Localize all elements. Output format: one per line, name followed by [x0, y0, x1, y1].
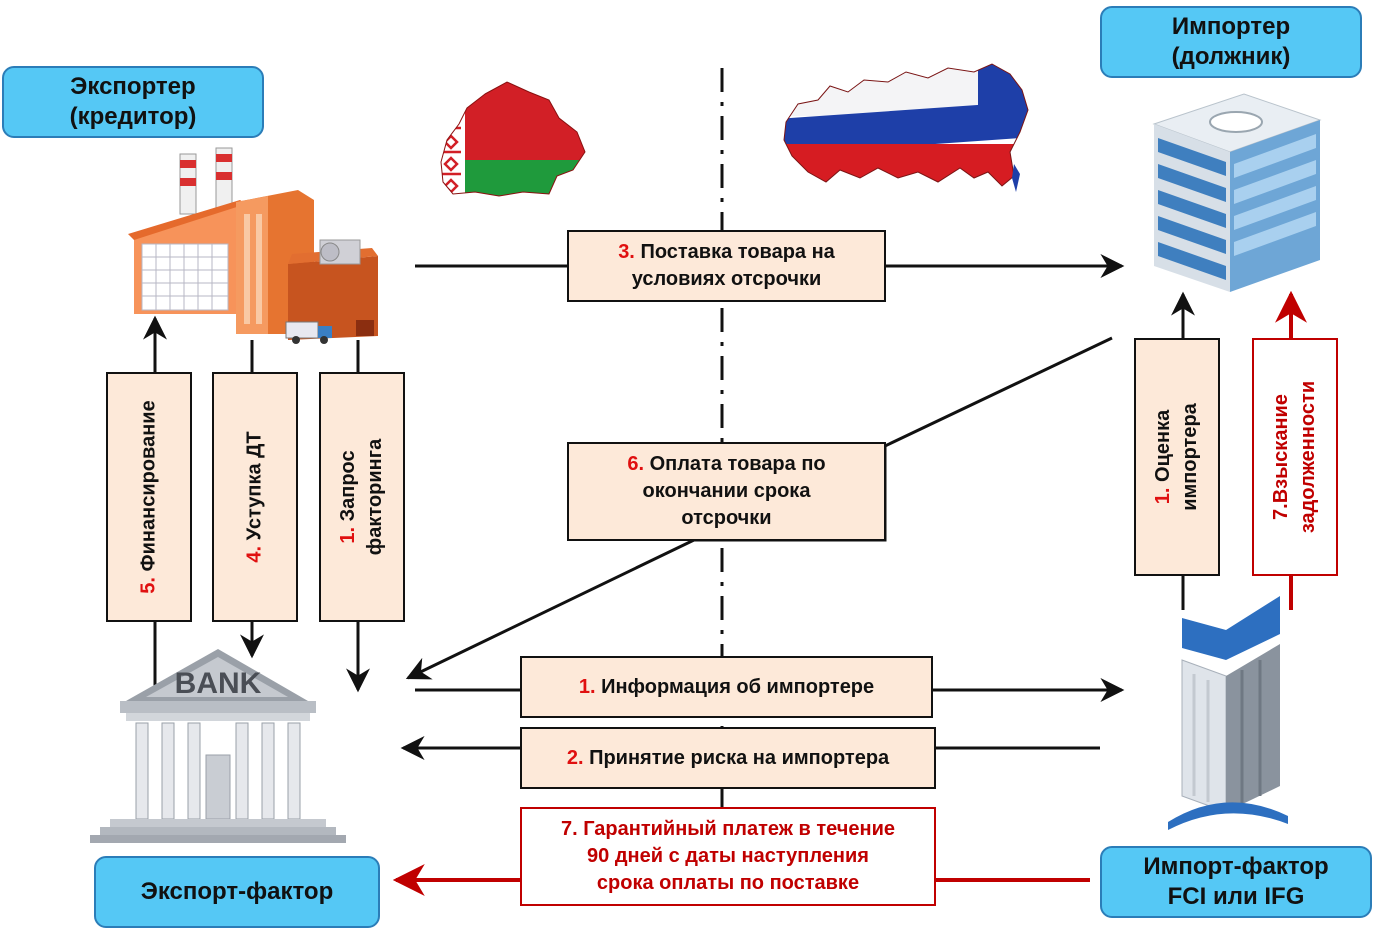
- factor-tower-icon: [1168, 596, 1288, 830]
- step-delivery-line-1: Поставка товара на: [640, 241, 835, 263]
- step-delivery-line-2: условиях отсрочки: [631, 268, 822, 290]
- import-factor-title: Импорт-фактор: [1143, 853, 1329, 880]
- step-assignment-text: Уступка ДТ: [243, 431, 266, 541]
- step-risk-box: 2. Принятие риска на импортера: [520, 727, 936, 789]
- belarus-map-icon: [440, 81, 586, 197]
- russia-map-icon: [783, 63, 1029, 192]
- step-guarantee-line-3: срока оплаты по поставке: [596, 872, 860, 894]
- import-factor-org: FCI или IFG: [1167, 883, 1305, 910]
- step-request-number: 1.: [337, 526, 359, 544]
- exporter-title: Экспортер: [70, 73, 196, 100]
- step-info-text: Информация об импортере: [601, 675, 875, 698]
- step-payment-line-2: окончании срока: [642, 480, 811, 502]
- importer-role: (должник): [1171, 43, 1291, 70]
- step-collection-line-1: 7.Взыскание: [1270, 394, 1292, 520]
- export-factor-title: Экспорт-фактор: [140, 878, 334, 905]
- step-payment-number: 6.: [627, 453, 645, 475]
- step-payment-box: 6. Оплата товара по окончании срока отср…: [567, 442, 886, 541]
- bank-icon: BANK: [90, 649, 346, 843]
- exporter-box: Экспортер (кредитор): [2, 66, 264, 138]
- step-financing-number: 5.: [137, 577, 160, 594]
- step-risk-text: Принятие риска на импортера: [589, 746, 890, 769]
- bank-sign-text: BANK: [175, 667, 262, 700]
- exporter-role: (кредитор): [69, 103, 197, 130]
- step-assessment-number: 1.: [1152, 487, 1174, 505]
- step-request-line-1: Запрос: [337, 450, 359, 522]
- step-info-number: 1.: [578, 675, 596, 698]
- step-assignment-box: 4. Уступка ДТ: [212, 372, 298, 622]
- step-request-line-2: факторинга: [364, 438, 386, 556]
- step-assessment-box: 1. Оценка импортера: [1134, 338, 1220, 576]
- step-financing-box: 5. Финансирование: [106, 372, 192, 622]
- step-risk-number: 2.: [566, 746, 584, 769]
- import-factor-box: Импорт-фактор FCI или IFG: [1100, 846, 1372, 918]
- export-factor-box: Экспорт-фактор: [94, 856, 380, 928]
- step-info-box: 1. Информация об импортере: [520, 656, 933, 718]
- step-guarantee-line-2: 90 дней с даты наступления: [587, 845, 869, 867]
- step-financing-text: Финансирование: [137, 400, 160, 572]
- importer-box: Импортер (должник): [1100, 6, 1362, 78]
- step-assessment-line-1: Оценка: [1152, 409, 1174, 482]
- step-collection-box: 7.Взыскание задолженности: [1252, 338, 1338, 576]
- step-delivery-box: 3. Поставка товара на условиях отсрочки: [567, 230, 886, 302]
- step-guarantee-box: 7. Гарантийный платеж в течение 90 дней …: [520, 807, 936, 906]
- step-payment-line-3: отсрочки: [681, 507, 772, 529]
- importer-title: Импортер: [1171, 13, 1291, 40]
- step-assignment-number: 4.: [243, 545, 266, 563]
- step-guarantee-line-1: 7. Гарантийный платеж в течение: [560, 818, 896, 840]
- step-assessment-line-2: импортера: [1179, 403, 1201, 511]
- step-delivery-number: 3.: [618, 241, 635, 263]
- step-payment-line-1: Оплата товара по: [649, 453, 826, 475]
- factory-icon: [128, 147, 378, 344]
- office-building-icon: [1152, 93, 1322, 292]
- step-request-box: 1. Запрос факторинга: [319, 372, 405, 622]
- step-collection-line-2: задолженности: [1297, 380, 1319, 534]
